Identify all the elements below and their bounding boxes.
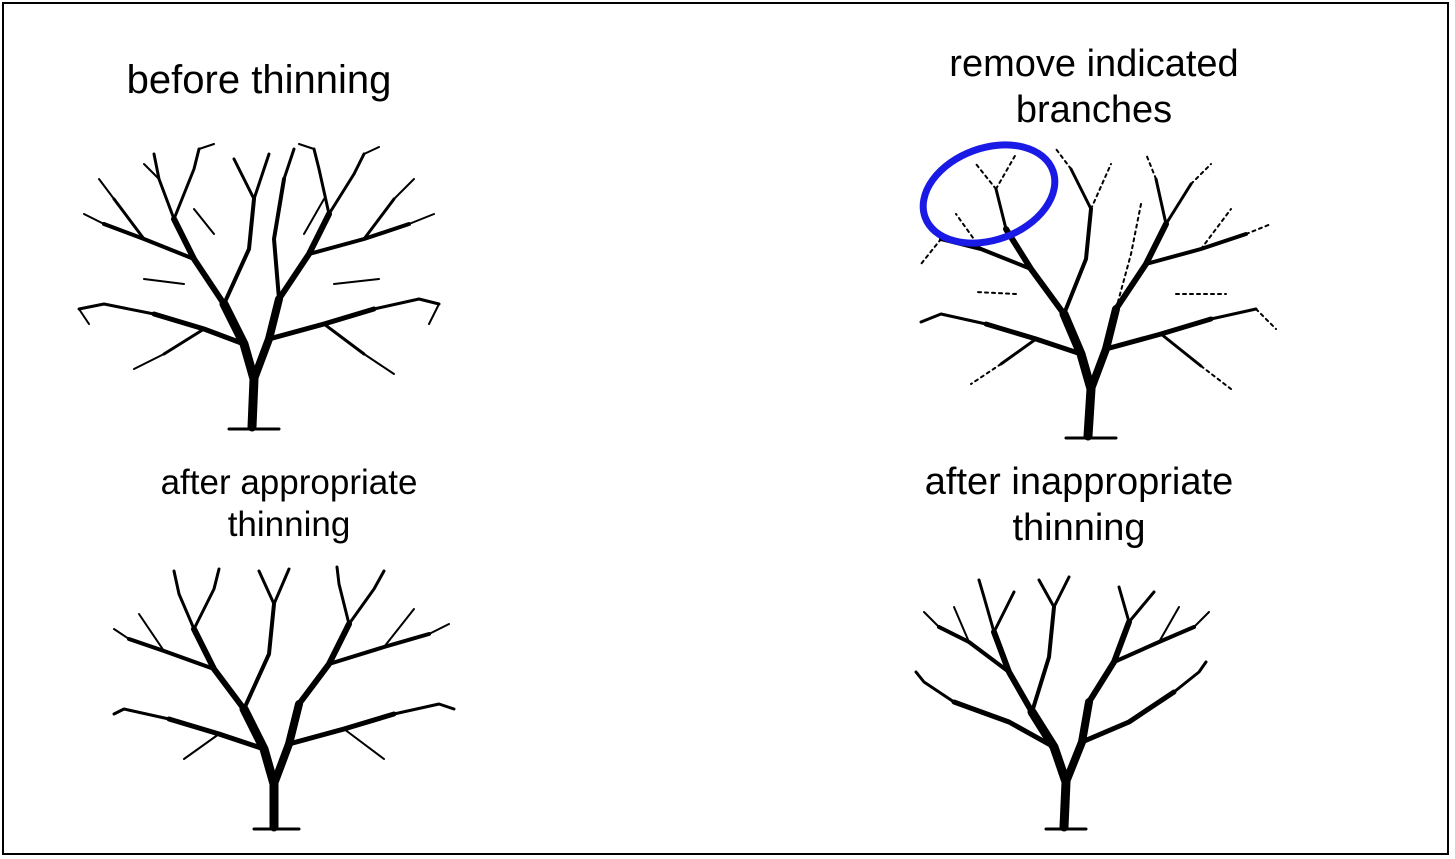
label-before-thinning: before thinning [126, 58, 392, 102]
label-remove-branches: remove indicated branches [949, 43, 1239, 131]
label-after-appropriate: after appropriate thinning [160, 463, 418, 544]
tree-appropriate-icon [112, 565, 456, 832]
tree-inappropriate-icon [914, 575, 1210, 832]
highlight-ellipse-icon [919, 141, 1059, 247]
tree-remove-icon [919, 141, 1277, 441]
label-after-inappropriate: after inappropriate thinning [924, 461, 1234, 549]
tree-before-icon [77, 143, 441, 432]
